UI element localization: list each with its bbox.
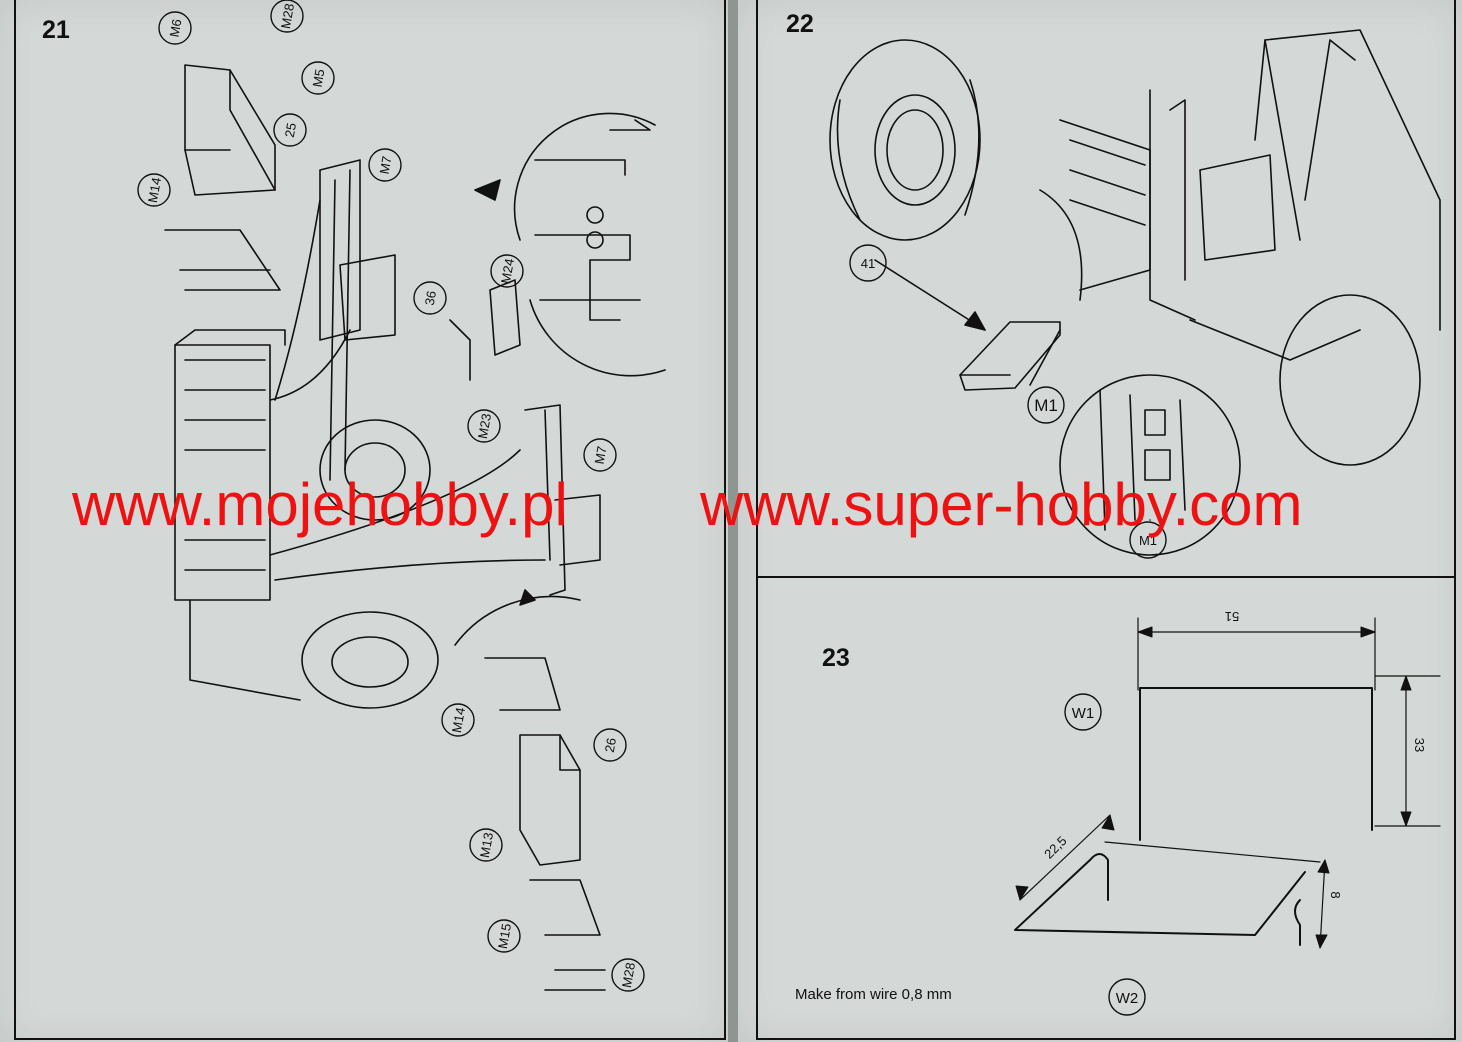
- right-page: [738, 0, 1462, 1042]
- callout-w2: W2: [1116, 990, 1139, 1007]
- callout-25: 25: [282, 122, 299, 139]
- callout-m1: M1: [1034, 396, 1058, 415]
- callout-m6: M6: [167, 18, 185, 38]
- step-23-number: 23: [822, 644, 850, 672]
- steps-22-23-frame: [756, 0, 1456, 1040]
- dimension-8: 8: [1328, 891, 1343, 898]
- watermark-super-hobby: www.super-hobby.com: [700, 471, 1303, 538]
- panel-divider: [756, 576, 1456, 578]
- callout-w1: W1: [1072, 705, 1095, 722]
- dimension-51: 51: [1225, 609, 1239, 624]
- callout-m28-bottom: M28: [619, 961, 638, 989]
- left-page: [0, 0, 728, 1042]
- step-21-frame: [14, 0, 726, 1040]
- callout-26: 26: [602, 737, 619, 754]
- callout-m7-bottom: M7: [592, 445, 610, 465]
- wire-note: Make from wire 0,8 mm: [795, 986, 952, 1003]
- callout-m5: M5: [310, 68, 328, 88]
- callout-m1-detail: M1: [1139, 533, 1157, 548]
- step-21-number: 21: [42, 16, 70, 44]
- callout-m28-top: M28: [278, 2, 297, 30]
- step-23-drawing: [1014, 617, 1441, 949]
- step-22-drawing: [829, 29, 1441, 556]
- watermark-mojehobby: www.mojehobby.pl: [72, 471, 568, 538]
- callout-m24: M24: [498, 257, 517, 285]
- callout-m23: M23: [475, 412, 494, 440]
- callout-m14-bottom: M14: [449, 706, 468, 734]
- callout-m14-top: M14: [145, 176, 164, 204]
- callout-36: 36: [422, 290, 439, 307]
- dimension-33: 33: [1412, 738, 1427, 752]
- callout-41: 41: [861, 256, 875, 271]
- step-22-number: 22: [786, 10, 814, 38]
- callout-m13: M13: [477, 831, 496, 859]
- callout-m7-top: M7: [377, 155, 395, 175]
- callout-m15: M15: [495, 922, 514, 950]
- step-21-drawing: [164, 64, 666, 991]
